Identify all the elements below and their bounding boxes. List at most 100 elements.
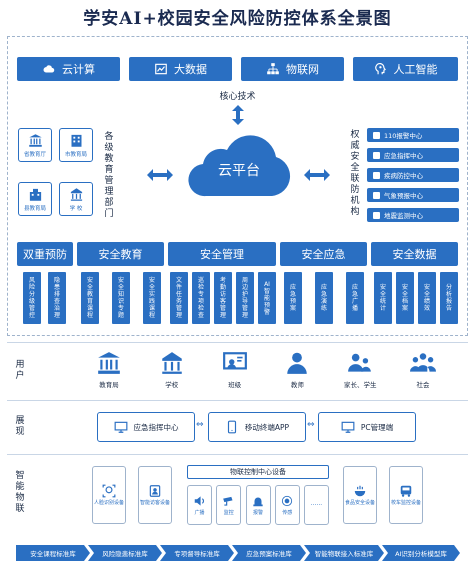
user-class[interactable]: 班级 — [212, 350, 258, 389]
sub-item[interactable]: 应急广播 — [346, 272, 364, 324]
category-safety-data[interactable]: 安全数据 — [371, 242, 458, 266]
module-label: 云计算 — [62, 63, 95, 76]
device-broadcast[interactable]: 广播 — [187, 485, 212, 525]
user-education-bureau[interactable]: 教育局 — [86, 350, 132, 389]
device-visitor[interactable]: 智能访客设备 — [138, 466, 172, 524]
standard-library[interactable]: 智能物联接入标准库 — [304, 545, 384, 561]
sub-item[interactable]: 安全档案 — [396, 272, 414, 324]
device-more[interactable]: ······ — [304, 485, 329, 525]
agency-110[interactable]: 110报警中心 — [367, 128, 459, 142]
standard-library[interactable]: AI识别分析模型库 — [382, 545, 460, 561]
org-provincial-dept[interactable]: 省教育厅 — [18, 128, 52, 162]
food-icon — [354, 485, 366, 497]
user-teacher[interactable]: 教师 — [274, 350, 320, 389]
sub-item-label: 巡检专项检查 — [197, 277, 204, 319]
sub-item[interactable]: 隐患排查治理 — [48, 272, 66, 324]
device-sensor[interactable]: 传感 — [274, 485, 300, 525]
network-icon — [267, 63, 279, 75]
agency-label: 气象预报中心 — [384, 192, 423, 200]
sub-item[interactable]: 风险分级管控 — [23, 272, 41, 324]
alarm-icon — [373, 131, 380, 139]
sub-item-label: 隐患排查治理 — [53, 277, 60, 319]
ai-head-icon — [374, 62, 386, 75]
category-dual-prevention[interactable]: 双重预防 — [17, 242, 73, 266]
classroom-icon — [222, 352, 247, 370]
display-mobile-app[interactable]: 移动终端APP — [208, 412, 306, 442]
module-ai[interactable]: 人工智能 — [353, 57, 458, 81]
pc-icon — [341, 421, 355, 433]
sub-item[interactable]: 应急预案 — [284, 272, 302, 324]
module-iot[interactable]: 物联网 — [241, 57, 344, 81]
sub-item-label: 应急演练 — [320, 284, 327, 312]
user-parents-students[interactable]: 家长、学生 — [337, 350, 383, 389]
teacher-icon — [287, 352, 308, 374]
cloud-platform-icon — [188, 135, 291, 197]
module-cloud-computing[interactable]: 云计算 — [17, 57, 120, 81]
up-down-arrow-icon — [232, 105, 244, 125]
sub-item[interactable]: 周边护导管理 — [236, 272, 254, 324]
sub-item[interactable]: 安全统计 — [374, 272, 392, 324]
device-surveillance[interactable]: 监控 — [216, 485, 242, 525]
sub-item-label: 安全统计 — [379, 284, 386, 312]
sub-item[interactable]: 安全实践课程 — [143, 272, 161, 324]
display-pc-admin[interactable]: PC管理端 — [318, 412, 416, 442]
sub-item[interactable]: 安全教育课程 — [81, 272, 99, 324]
sub-item[interactable]: 巡检专项检查 — [192, 272, 210, 324]
agency-weather[interactable]: 气象预报中心 — [367, 188, 459, 202]
agency-label: 110报警中心 — [384, 132, 423, 140]
right-agencies-caption: 权威安全联防机构 — [350, 130, 360, 217]
agency-label: 地震监测中心 — [384, 212, 423, 220]
sub-item[interactable]: 应急演练 — [315, 272, 333, 324]
sub-item-label: 安全档案 — [401, 284, 408, 312]
iot-control-center[interactable]: 物联控制中心设备 — [187, 465, 329, 479]
user-society[interactable]: 社会 — [400, 350, 446, 389]
user-label: 家长、学生 — [343, 381, 377, 389]
row-divider — [7, 400, 468, 401]
house-icon — [373, 211, 380, 219]
org-school[interactable]: 学 校 — [59, 182, 93, 216]
category-safety-emergency[interactable]: 安全应急 — [280, 242, 367, 266]
sub-item[interactable]: 分析报告 — [440, 272, 458, 324]
standard-library[interactable]: 风险隐患标准库 — [88, 545, 162, 561]
sub-item-label: 安全绩效 — [423, 284, 430, 312]
sub-item-label: 考勤访客管理 — [219, 277, 226, 319]
module-label: 物联网 — [286, 63, 319, 76]
sensor-icon — [282, 495, 293, 507]
sub-item[interactable]: 文件任务管理 — [170, 272, 188, 324]
org-county-bureau[interactable]: 县教育局 — [18, 182, 52, 216]
display-emergency-command[interactable]: 应急指挥中心 — [97, 412, 195, 442]
standard-library[interactable]: 应急预案标准库 — [232, 545, 306, 561]
flag-icon — [373, 151, 380, 159]
building-icon — [71, 134, 81, 147]
user-label: 教师 — [290, 381, 304, 389]
category-safety-education[interactable]: 安全教育 — [77, 242, 164, 266]
left-right-arrow-icon — [147, 169, 173, 181]
weather-icon — [373, 191, 380, 199]
sub-item[interactable]: 考勤访客管理 — [214, 272, 232, 324]
sub-item-label: 安全知识专题 — [117, 277, 124, 319]
module-big-data[interactable]: 大数据 — [129, 57, 232, 81]
sub-item[interactable]: AI智能预警 — [258, 272, 276, 324]
agency-earthquake[interactable]: 地震监测中心 — [367, 208, 459, 222]
device-school-bus[interactable]: 校车监控设备 — [389, 466, 423, 524]
sub-item-label: 应急预案 — [289, 284, 296, 312]
device-alarm[interactable]: 报警 — [245, 485, 271, 525]
user-label: 教育局 — [99, 381, 119, 389]
agency-emergency[interactable]: 应急指挥中心 — [367, 148, 459, 162]
category-safety-management[interactable]: 安全管理 — [168, 242, 276, 266]
device-face-recognition[interactable]: 人脸识别设备 — [92, 466, 126, 524]
org-label: 市教育局 — [64, 151, 87, 158]
module-label: 大数据 — [174, 63, 207, 76]
standard-library[interactable]: 专项督导标准库 — [160, 545, 234, 561]
standard-library[interactable]: 安全课程标准库 — [16, 545, 90, 561]
agency-disease[interactable]: 疾病防控中心 — [367, 168, 459, 182]
user-school[interactable]: 学校 — [149, 350, 195, 389]
row-divider — [7, 342, 468, 343]
school-icon — [70, 187, 82, 201]
device-food-safety[interactable]: 食品安全设备 — [343, 466, 377, 524]
sub-item[interactable]: 安全绩效 — [418, 272, 436, 324]
display-label: PC管理端 — [360, 422, 394, 432]
org-city-bureau[interactable]: 市教育局 — [59, 128, 93, 162]
iot-center-devices: 广播 监控 报警 传感 ······ — [187, 485, 329, 525]
sub-item[interactable]: 安全知识专题 — [112, 272, 130, 324]
